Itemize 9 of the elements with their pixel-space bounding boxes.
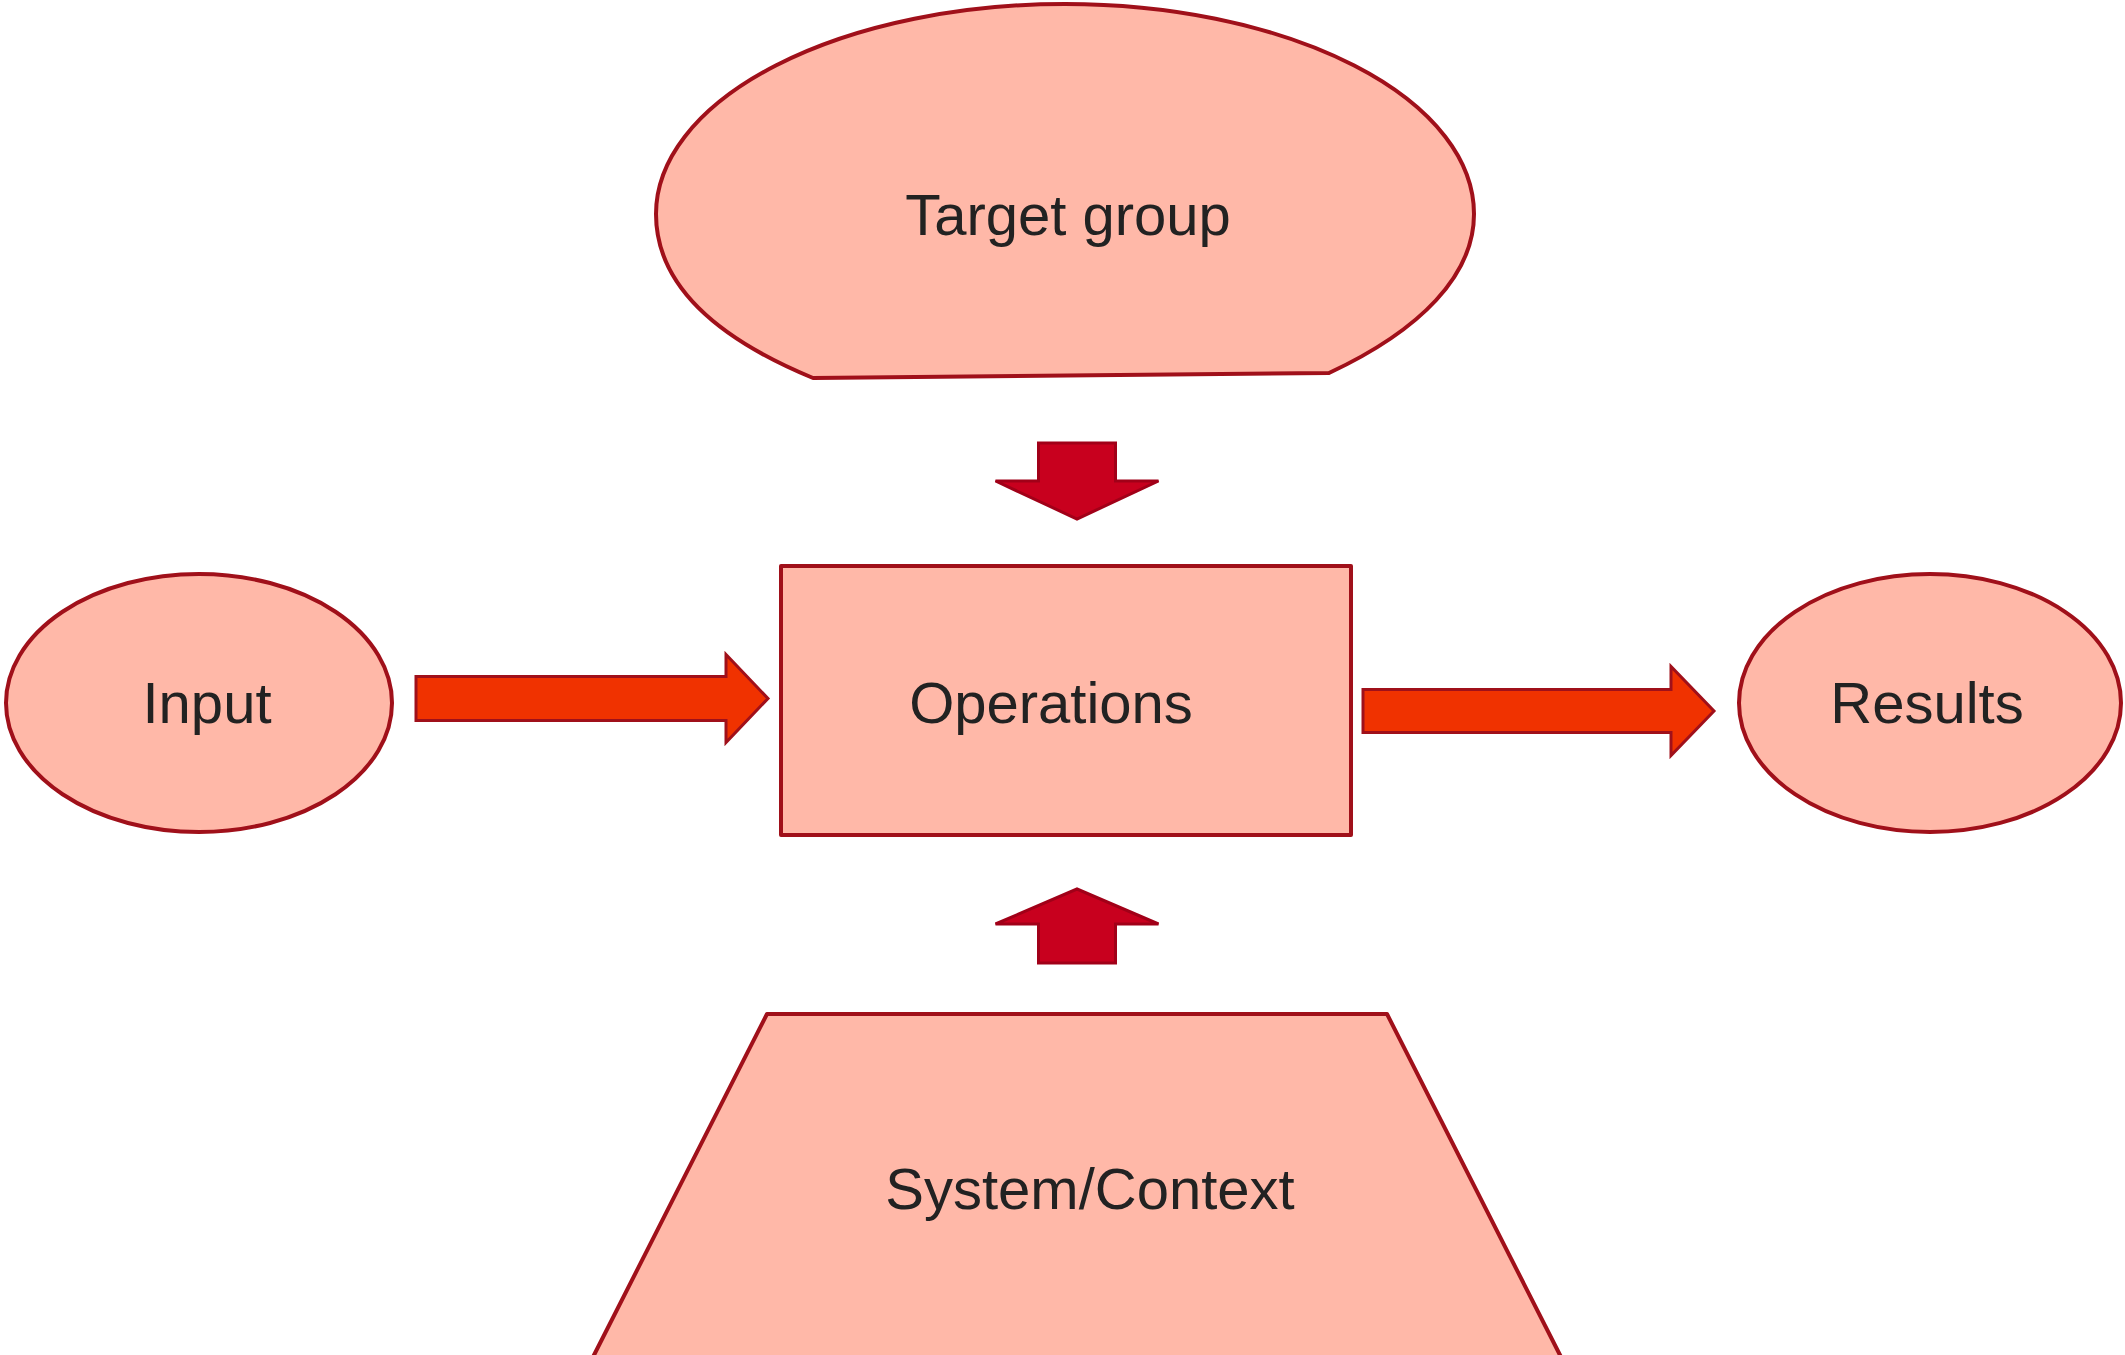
block-arrow xyxy=(994,441,1160,521)
node-label: Results xyxy=(1830,668,2024,736)
block-arrow xyxy=(994,887,1160,965)
node-label: System/Context xyxy=(885,1154,1295,1222)
node-label: Input xyxy=(142,668,272,736)
block-arrow xyxy=(414,650,771,747)
node-label: Operations xyxy=(909,668,1193,736)
node-label: Target group xyxy=(905,180,1231,248)
block-arrow xyxy=(1361,662,1717,760)
